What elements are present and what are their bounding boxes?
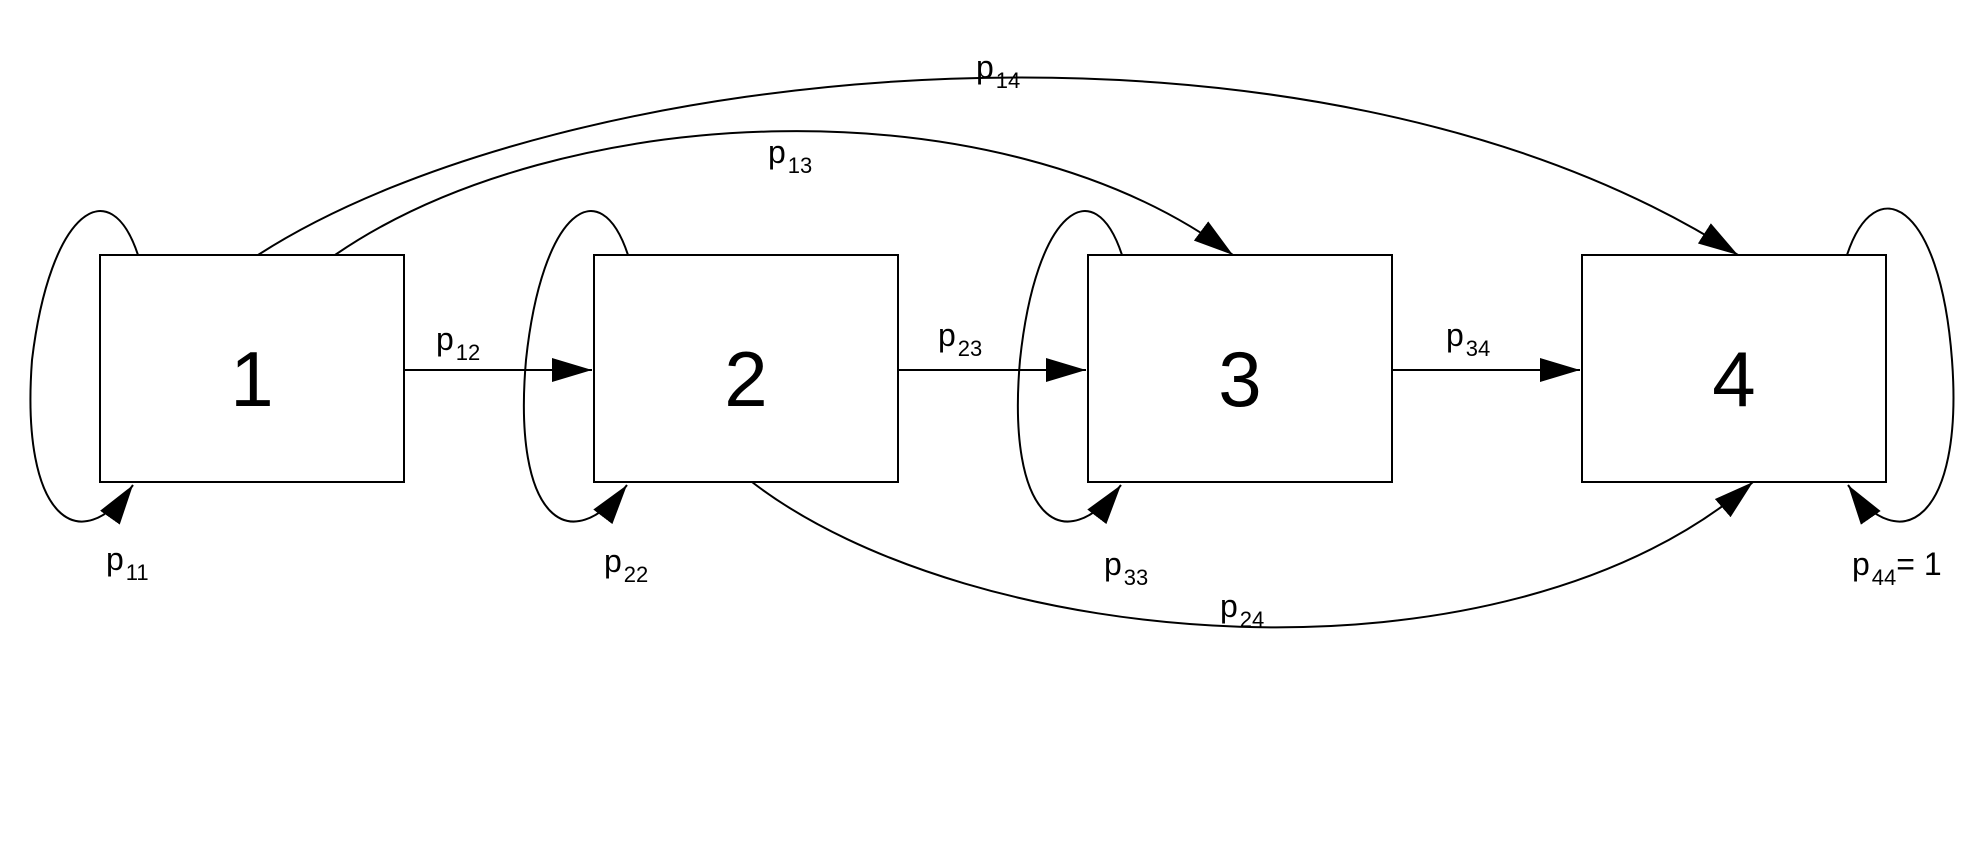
- state-label: 1: [230, 335, 273, 423]
- label-p23: p23: [938, 317, 982, 361]
- label-p13: p13: [768, 134, 812, 178]
- label-p11: p11: [106, 541, 149, 585]
- state-label: 4: [1712, 335, 1755, 423]
- label-p44: p44= 1: [1852, 546, 1942, 590]
- edge-2-2: [522, 210, 629, 525]
- state-1: 1: [99, 254, 405, 483]
- label-p33: p33: [1104, 546, 1148, 590]
- state-label: 2: [724, 335, 767, 423]
- edge-1-4: [257, 76, 1739, 256]
- edge-3-3: [1016, 210, 1123, 525]
- label-p24: p24: [1220, 588, 1264, 632]
- label-p14: p14: [976, 49, 1020, 93]
- label-p22: p22: [604, 543, 648, 587]
- label-p34: p34: [1446, 317, 1490, 361]
- state-label: 3: [1218, 335, 1261, 423]
- edge-2-4: [751, 481, 1754, 629]
- edge-1-1: [29, 210, 139, 525]
- state-2: 2: [593, 254, 899, 483]
- edge-4-4: [1846, 207, 1955, 525]
- state-3: 3: [1087, 254, 1393, 483]
- edge-1-3: [334, 130, 1234, 256]
- state-4: 4: [1581, 254, 1887, 483]
- label-p12: p12: [436, 321, 480, 365]
